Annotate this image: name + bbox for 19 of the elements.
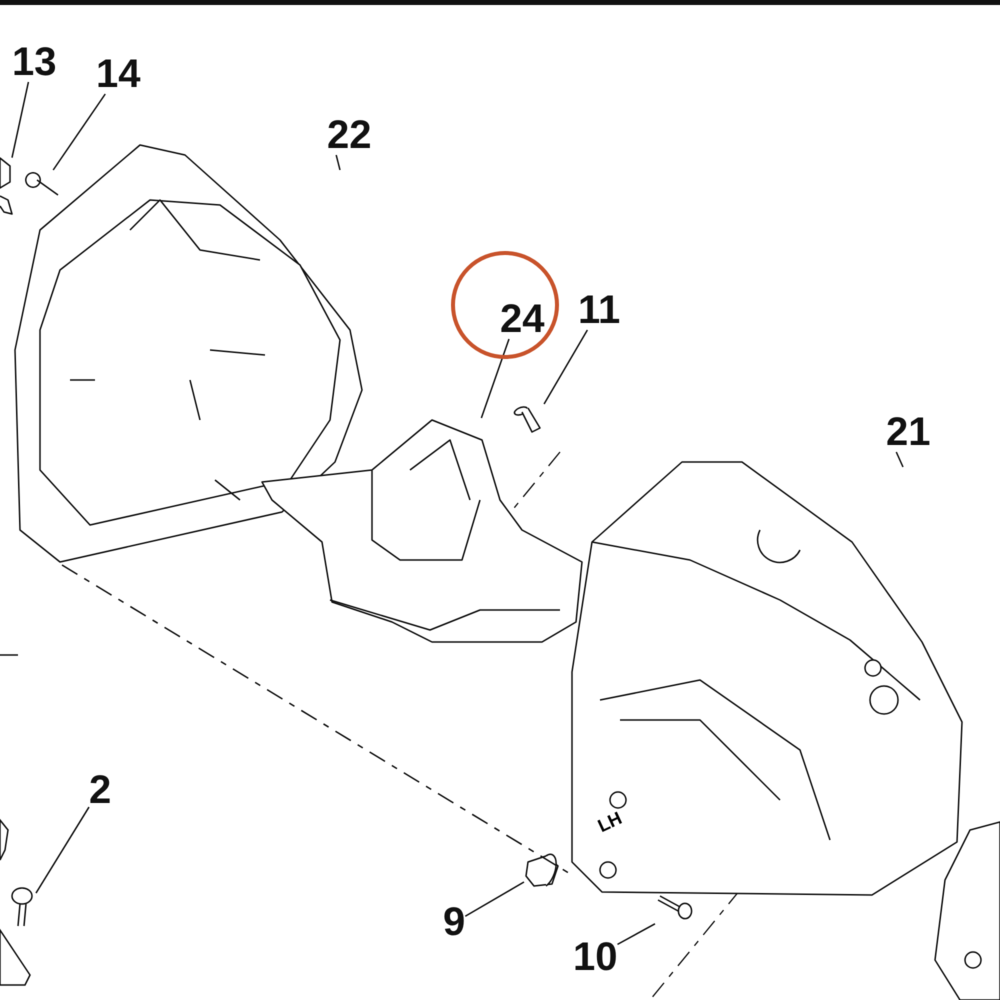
- callout-number: 22: [327, 113, 372, 157]
- leader-line: [617, 923, 656, 946]
- callout-number: 10: [573, 935, 618, 979]
- leader-line: [52, 94, 106, 170]
- callout-number: 21: [886, 410, 930, 454]
- callout-number: 11: [578, 288, 620, 332]
- leader-line: [11, 82, 30, 158]
- leader-line: [543, 330, 588, 404]
- callout-number: 9: [443, 900, 466, 944]
- leader-line: [480, 338, 510, 418]
- embossed-marking: LH: [594, 808, 626, 838]
- callout-number: 14: [96, 52, 140, 96]
- callout-number: 13: [12, 40, 56, 84]
- callout-number: 2: [89, 768, 112, 812]
- leader-line: [335, 154, 341, 170]
- leader-line: [464, 881, 524, 917]
- leader-line: [896, 452, 904, 468]
- leader-line: [35, 806, 90, 894]
- callout-number: 24: [500, 297, 544, 341]
